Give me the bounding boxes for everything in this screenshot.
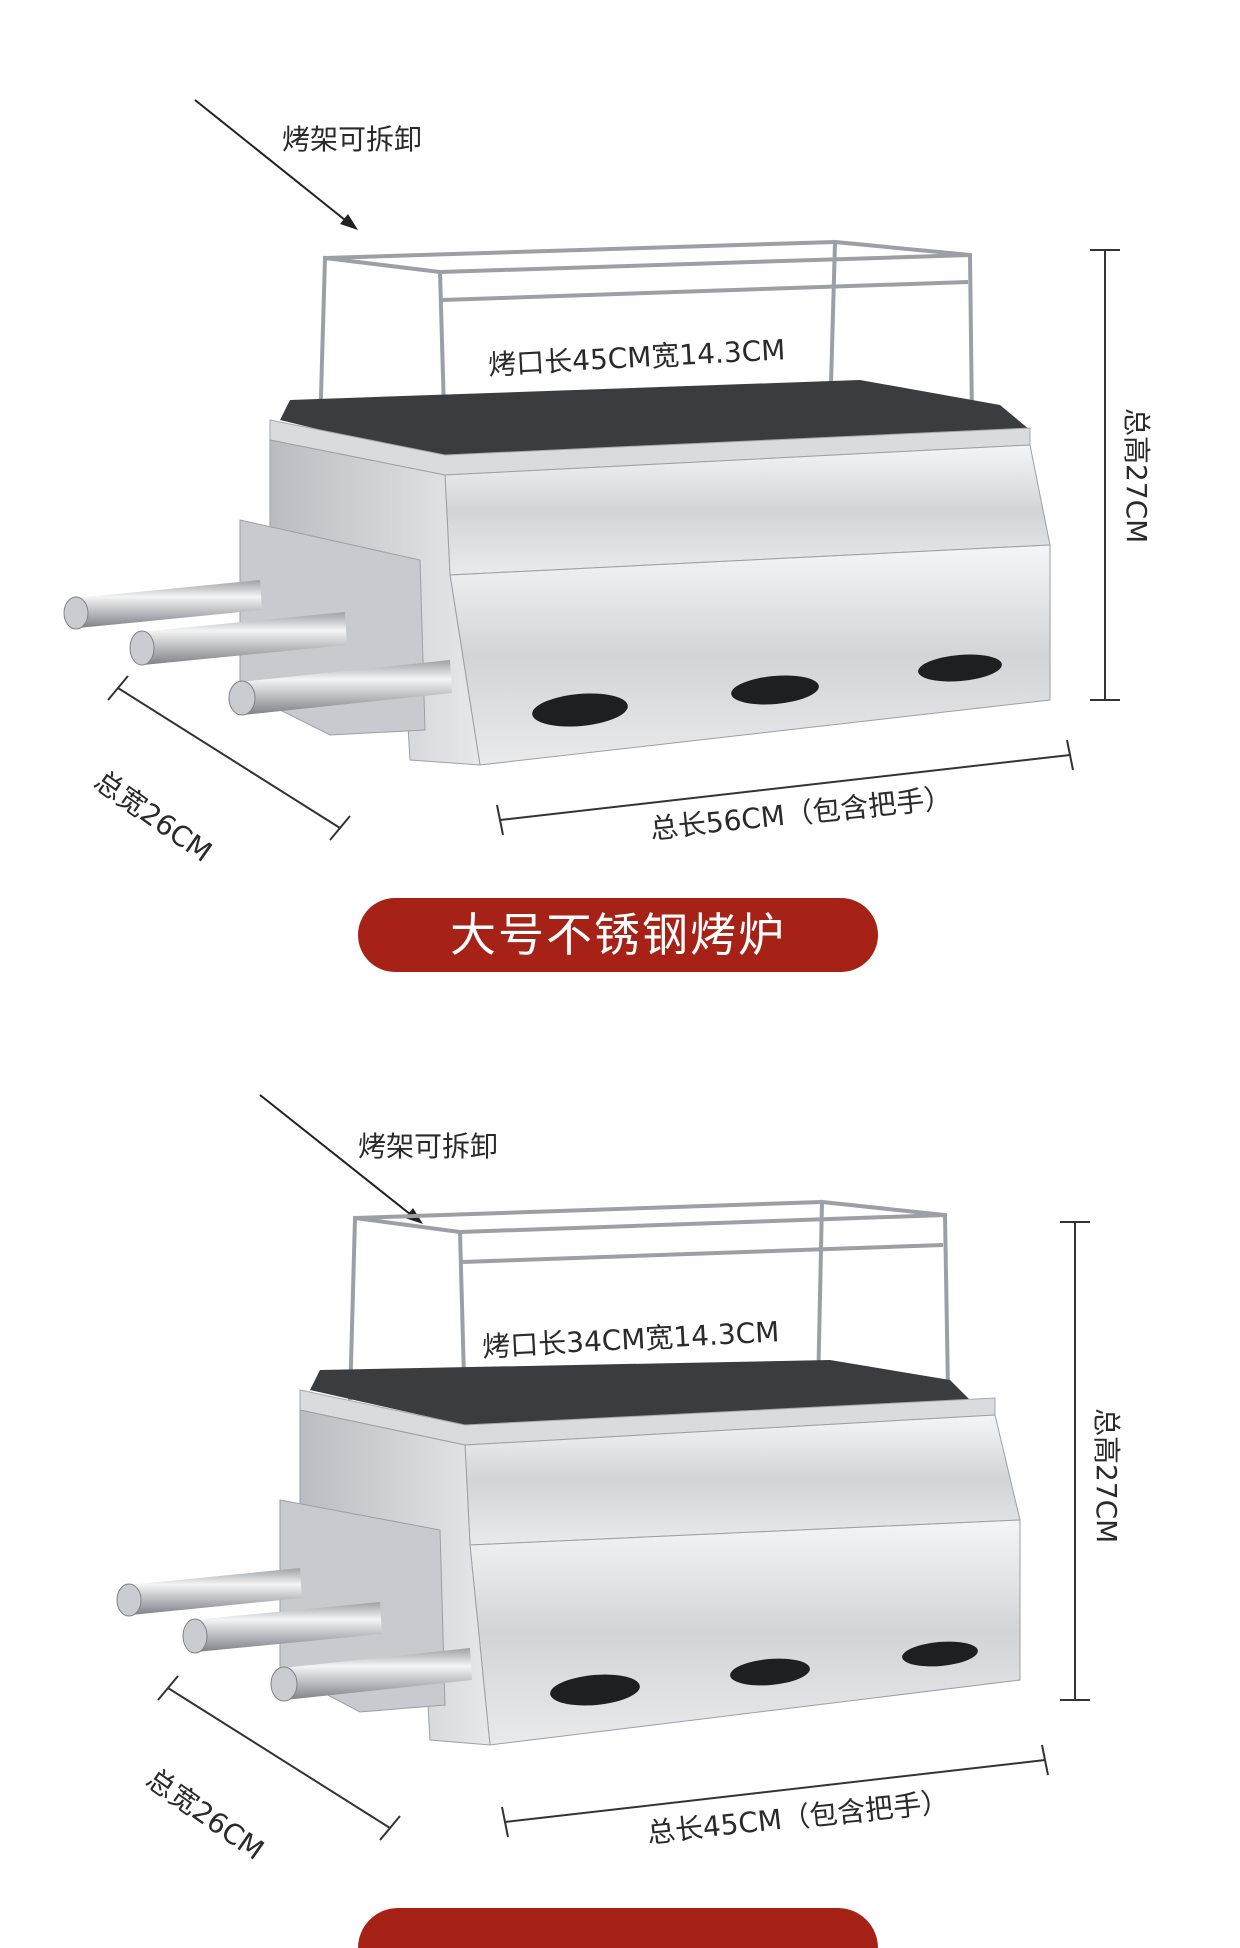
handle-tubes (116, 1568, 472, 1702)
grill-opening (310, 1360, 970, 1425)
dimension-lines (107, 249, 1120, 841)
rack-frame (318, 239, 974, 446)
product-title-badge: 大号不锈钢烤炉 (358, 898, 878, 972)
rack-frame (348, 1199, 950, 1416)
handle-tubes (63, 580, 452, 716)
detach-label: 烤架可拆卸 (358, 1130, 499, 1163)
dimension-lines (157, 1221, 1090, 1841)
large-grill-illustration (63, 99, 1120, 841)
product-large-section: 烤架可拆卸 烤口长45CM宽14.3CM 总高27CM 总宽26CM 总长56C… (63, 99, 1153, 972)
detach-label: 烤架可拆卸 (282, 123, 423, 156)
total-height-label: 总高27CM (1090, 1408, 1123, 1544)
next-badge-partial (358, 1908, 878, 1948)
vent-slots (532, 654, 1002, 727)
grill-opening (280, 380, 1030, 460)
detach-arrow (194, 99, 356, 229)
vent-slots (550, 1641, 978, 1706)
product-small-section: 烤架可拆卸 烤口长34CM宽14.3CM 总高27CM 总宽26CM 总长45C… (0, 1000, 1240, 1948)
total-height-label: 总高27CM (1120, 408, 1153, 544)
small-grill-illustration (116, 1094, 1090, 1841)
detach-arrow (259, 1094, 421, 1223)
